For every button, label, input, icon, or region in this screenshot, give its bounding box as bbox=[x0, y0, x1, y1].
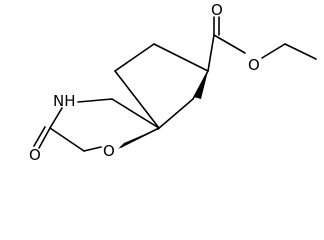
bond-upper-left-to-top bbox=[114, 43, 155, 72]
chemical-structure: O O NH O O bbox=[29, 1, 317, 164]
bond-carbonyl-c-o-double-1 bbox=[38, 127, 51, 149]
bond-c8-to-carboxyl-carbon bbox=[207, 34, 215, 72]
bond-carbonyl-c-o-double-2 bbox=[33, 126, 46, 147]
amide-carbonyl-oxygen-label: O bbox=[29, 146, 41, 164]
bond-carbonyl-to-ch2-near-o bbox=[49, 127, 85, 152]
wedge-spiro-bond bbox=[118, 128, 159, 149]
bond-ch2-to-nh bbox=[77, 98, 113, 103]
bonds bbox=[33, 16, 317, 152]
bond-spiro-to-upper-left bbox=[114, 70, 160, 129]
bond-spiro-to-ch2-near-n bbox=[111, 98, 160, 129]
bond-ether-oxygen-to-ethyl-ch2 bbox=[261, 43, 286, 59]
wedge-c8-bond bbox=[194, 71, 208, 99]
bond-lower-right-to-bottom bbox=[157, 98, 194, 130]
bond-carboxyl-to-ether-oxygen bbox=[213, 34, 246, 54]
atom-labels: O O NH O O bbox=[29, 1, 260, 164]
carbonyl-oxygen-label: O bbox=[211, 1, 223, 19]
bond-nh-to-carbonyl bbox=[49, 107, 63, 129]
bond-top-to-c8 bbox=[153, 43, 209, 72]
bond-ethyl-ch2-to-ch3 bbox=[284, 43, 317, 60]
bond-ch2-to-ring-oxygen bbox=[83, 146, 102, 152]
stereo-wedges bbox=[118, 71, 208, 149]
ring-oxygen-label: O bbox=[103, 142, 115, 160]
ether-oxygen-label: O bbox=[248, 56, 260, 74]
amide-nh-label: NH bbox=[53, 92, 76, 110]
